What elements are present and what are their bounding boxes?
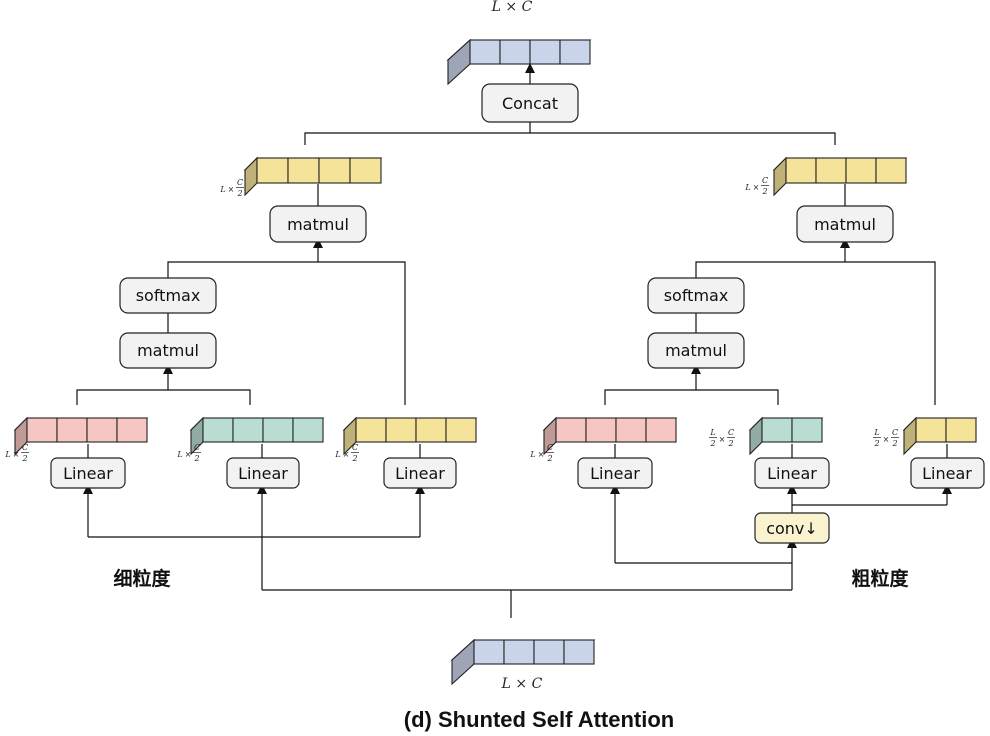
left-value-shape: L×C 2 [334,443,359,463]
svg-text:×: × [343,450,350,459]
figure-caption: (d) Shunted Self Attention [404,707,674,732]
svg-text:2: 2 [891,439,897,448]
svg-text:matmul: matmul [814,215,876,234]
svg-text:Linear: Linear [238,464,288,483]
svg-text:×: × [883,435,890,444]
svg-text:C: C [22,443,28,452]
left-key-tensor [189,416,325,456]
linear-box-left-q: Linear [50,457,126,489]
coarse-grained-label: 粗粒度 [851,567,909,590]
left-query-tensor [13,416,149,456]
svg-text:2: 2 [546,454,552,463]
right-key-tensor [748,416,824,456]
svg-text:×: × [185,450,192,459]
svg-text:L: L [529,450,535,459]
right-key-shape: L2×C2 [709,428,735,448]
svg-text:softmax: softmax [664,286,729,305]
svg-text:2: 2 [761,187,767,196]
svg-text:L: L [176,450,182,459]
right-matmul-top-box: matmul [796,205,894,243]
svg-text:×: × [753,183,760,192]
input-tensor [450,638,596,686]
svg-text:Linear: Linear [922,464,972,483]
right-matmul-box: matmul [647,332,745,369]
left-softmax-box: softmax [119,277,217,314]
left-query-shape: L×C 2 [4,443,29,463]
svg-text:L: L [219,185,225,194]
svg-text:2: 2 [21,454,27,463]
right-attn-output-shape: L×C 2 [744,176,769,196]
left-matmul-box: matmul [119,332,217,369]
svg-text:2: 2 [709,439,715,448]
left-attn-output-tensor [243,156,383,197]
left-key-shape: L×C 2 [176,443,201,463]
svg-text:conv↓: conv↓ [766,519,818,538]
concat-box: Concat [481,83,579,123]
right-query-shape: L×C 2 [529,443,554,463]
svg-text:Linear: Linear [395,464,445,483]
input-shape-label: L × C [501,676,543,692]
svg-text:L: L [873,428,879,437]
linear-box-left-v: Linear [383,457,457,489]
right-query-tensor [542,416,678,456]
output-shape-label: L × C [491,0,533,15]
linear-box-right-k: Linear [754,457,830,489]
svg-text:C: C [762,176,768,185]
svg-text:×: × [13,450,20,459]
svg-text:C: C [352,443,358,452]
svg-text:2: 2 [236,189,242,198]
svg-text:×: × [719,435,726,444]
svg-text:C: C [892,428,898,437]
linear-box-right-v: Linear [910,457,985,489]
svg-text:C: C [728,428,734,437]
svg-text:L: L [334,450,340,459]
linear-box-right-q: Linear [577,457,653,489]
svg-text:L: L [4,450,10,459]
fine-grained-label: 细粒度 [113,567,171,590]
svg-text:L: L [744,183,750,192]
output-tensor [446,38,592,86]
left-attn-output-shape: L×C 2 [219,178,244,198]
svg-text:Linear: Linear [63,464,113,483]
svg-text:matmul: matmul [665,341,727,360]
svg-text:2: 2 [727,439,733,448]
svg-text:Linear: Linear [767,464,817,483]
linear-box-left-k: Linear [226,457,300,489]
svg-text:2: 2 [193,454,199,463]
svg-text:C: C [237,178,243,187]
conv-downsample-box: conv↓ [754,512,830,544]
svg-text:2: 2 [873,439,879,448]
svg-text:C: C [194,443,200,452]
right-softmax-box: softmax [647,277,745,314]
connectors [76,63,952,618]
svg-text:Linear: Linear [590,464,640,483]
svg-text:softmax: softmax [136,286,201,305]
svg-text:matmul: matmul [287,215,349,234]
svg-text:×: × [228,185,235,194]
right-attn-output-tensor [772,156,908,197]
svg-text:matmul: matmul [137,341,199,360]
left-value-tensor [342,416,478,456]
right-value-shape: L2×C2 [873,428,899,448]
svg-text:Concat: Concat [502,94,558,113]
svg-text:2: 2 [351,454,357,463]
left-matmul-top-box: matmul [269,205,367,243]
svg-text:C: C [547,443,553,452]
svg-text:L: L [709,428,715,437]
right-value-tensor [902,416,978,456]
svg-text:×: × [538,450,545,459]
